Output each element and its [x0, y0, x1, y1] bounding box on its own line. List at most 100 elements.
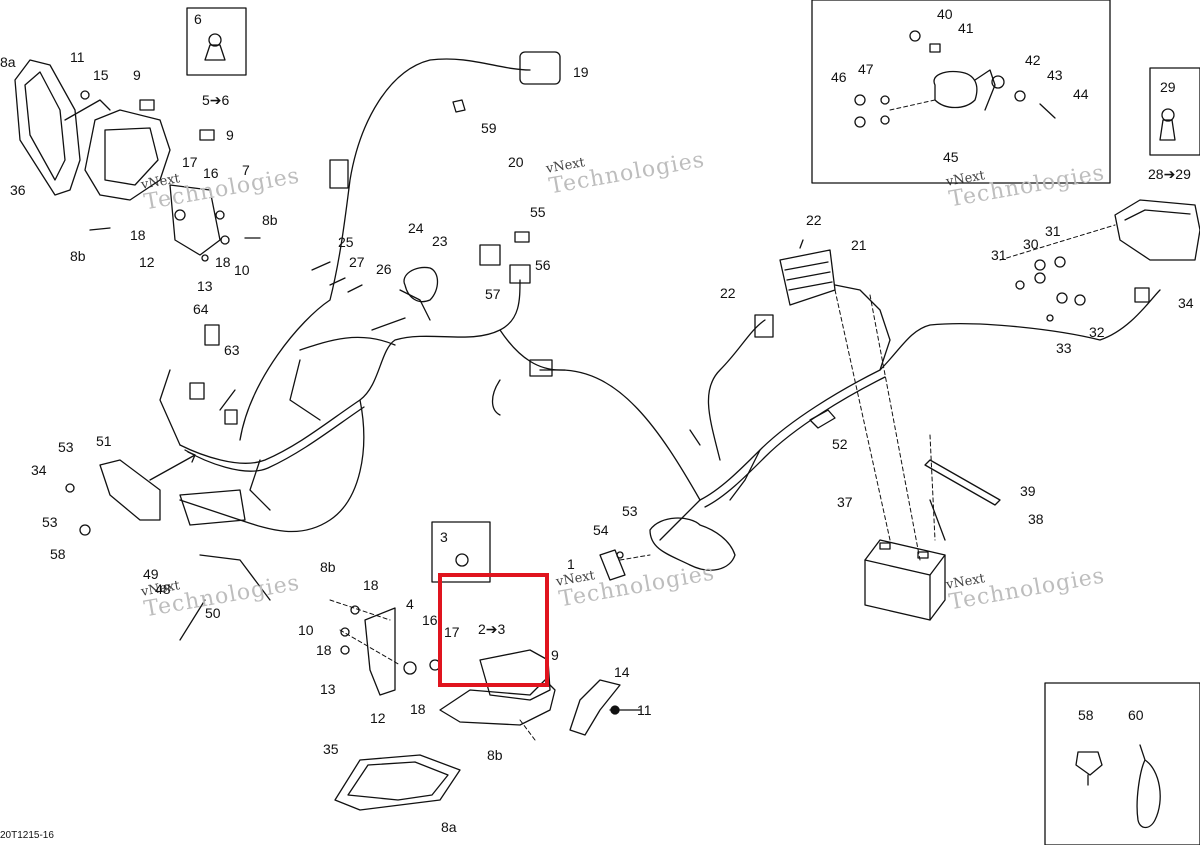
lower-bezel	[334, 754, 461, 811]
highlight-box	[438, 573, 549, 687]
callout-57: 57	[485, 286, 501, 302]
callout-11: 11	[70, 49, 85, 65]
harness-connectors	[179, 51, 1150, 526]
callout-5to6: 5➔6	[202, 92, 230, 108]
callout-39: 39	[1020, 483, 1036, 499]
battery-strap	[924, 459, 1001, 506]
callout-50: 50	[205, 605, 221, 621]
callout-12: 12	[370, 710, 386, 726]
right-harness	[659, 284, 1161, 541]
callout-29: 29	[1160, 79, 1176, 95]
leader-lines	[329, 99, 1116, 741]
callout-53: 53	[58, 439, 74, 455]
callout-14: 14	[614, 664, 630, 680]
callout-58: 58	[50, 546, 66, 562]
callout-35: 35	[323, 741, 339, 757]
tail-light	[1015, 199, 1200, 322]
callout-40: 40	[937, 6, 953, 22]
callout-58: 58	[1078, 707, 1094, 723]
inset-bulb-29	[1149, 67, 1200, 156]
part-50	[199, 554, 271, 601]
callout-8b: 8b	[262, 212, 278, 228]
callout-32: 32	[1089, 324, 1105, 340]
callout-8b: 8b	[487, 747, 503, 763]
callout-10: 10	[234, 262, 250, 278]
callout-38: 38	[1028, 511, 1044, 527]
callout-13: 13	[320, 681, 336, 697]
starter-solenoid	[599, 517, 736, 581]
callout-9: 9	[226, 127, 234, 143]
callout-27: 27	[349, 254, 365, 270]
callout-49: 49	[143, 566, 159, 582]
callout-11: 11	[637, 702, 652, 718]
callout-9: 9	[133, 67, 141, 83]
callout-48: 48	[155, 581, 171, 597]
callout-24: 24	[408, 220, 424, 236]
callout-8a: 8a	[441, 819, 457, 835]
callout-31: 31	[1045, 223, 1061, 239]
callout-53: 53	[42, 514, 58, 530]
callout-25: 25	[338, 234, 354, 250]
callout-23: 23	[432, 233, 448, 249]
callout-59: 59	[481, 120, 497, 136]
voltage-regulator	[779, 239, 836, 306]
main-harness	[159, 58, 701, 533]
callout-52: 52	[832, 436, 848, 452]
document-code: 20T1215-16	[0, 830, 54, 841]
callout-19: 19	[573, 64, 589, 80]
callout-56: 56	[535, 257, 551, 273]
callout-55: 55	[530, 204, 546, 220]
inset-bulb-3	[431, 521, 491, 583]
callout-18: 18	[215, 254, 231, 270]
callout-51: 51	[96, 433, 112, 449]
callout-30: 30	[1023, 236, 1039, 252]
callout-36: 36	[10, 182, 26, 198]
callout-8a: 8a	[0, 54, 16, 70]
callout-28to29: 28➔29	[1148, 166, 1191, 182]
upper-headlamp-assembly	[14, 59, 261, 262]
callout-34: 34	[1178, 295, 1194, 311]
callout-60: 60	[1128, 707, 1144, 723]
callout-21: 21	[851, 237, 867, 253]
callout-18: 18	[410, 701, 426, 717]
part-52	[809, 409, 836, 429]
callout-2to3: 2➔3	[478, 621, 506, 637]
callout-9: 9	[551, 647, 559, 663]
lower-headlamp-assembly	[340, 605, 621, 736]
inset-bulb-6	[186, 7, 247, 76]
left-bracket-51	[65, 459, 161, 536]
callout-8b: 8b	[70, 248, 86, 264]
callout-54: 54	[593, 522, 609, 538]
callout-64: 64	[193, 301, 209, 317]
callout-45: 45	[943, 149, 959, 165]
callout-41: 41	[958, 20, 974, 36]
callout-6: 6	[194, 11, 202, 27]
callout-17: 17	[182, 154, 198, 170]
callout-22: 22	[806, 212, 822, 228]
callout-26: 26	[376, 261, 392, 277]
callout-4: 4	[406, 596, 414, 612]
callout-22: 22	[720, 285, 736, 301]
callout-1: 1	[567, 556, 575, 572]
callout-18: 18	[316, 642, 332, 658]
callout-3: 3	[440, 529, 448, 545]
callout-7: 7	[242, 162, 250, 178]
callout-43: 43	[1047, 67, 1063, 83]
callout-15: 15	[93, 67, 109, 83]
battery	[864, 539, 946, 621]
callout-33: 33	[1056, 340, 1072, 356]
callout-8b: 8b	[320, 559, 336, 575]
inset-solenoid	[811, 0, 1111, 184]
callout-18: 18	[130, 227, 146, 243]
callout-13: 13	[197, 278, 213, 294]
callout-63: 63	[224, 342, 240, 358]
callout-53: 53	[622, 503, 638, 519]
callout-31: 31	[991, 247, 1007, 263]
callout-47: 47	[858, 61, 874, 77]
callout-18: 18	[363, 577, 379, 593]
arrows	[149, 317, 946, 711]
inset-fasteners	[1044, 682, 1200, 845]
callout-17: 17	[444, 624, 460, 640]
callout-37: 37	[837, 494, 853, 510]
